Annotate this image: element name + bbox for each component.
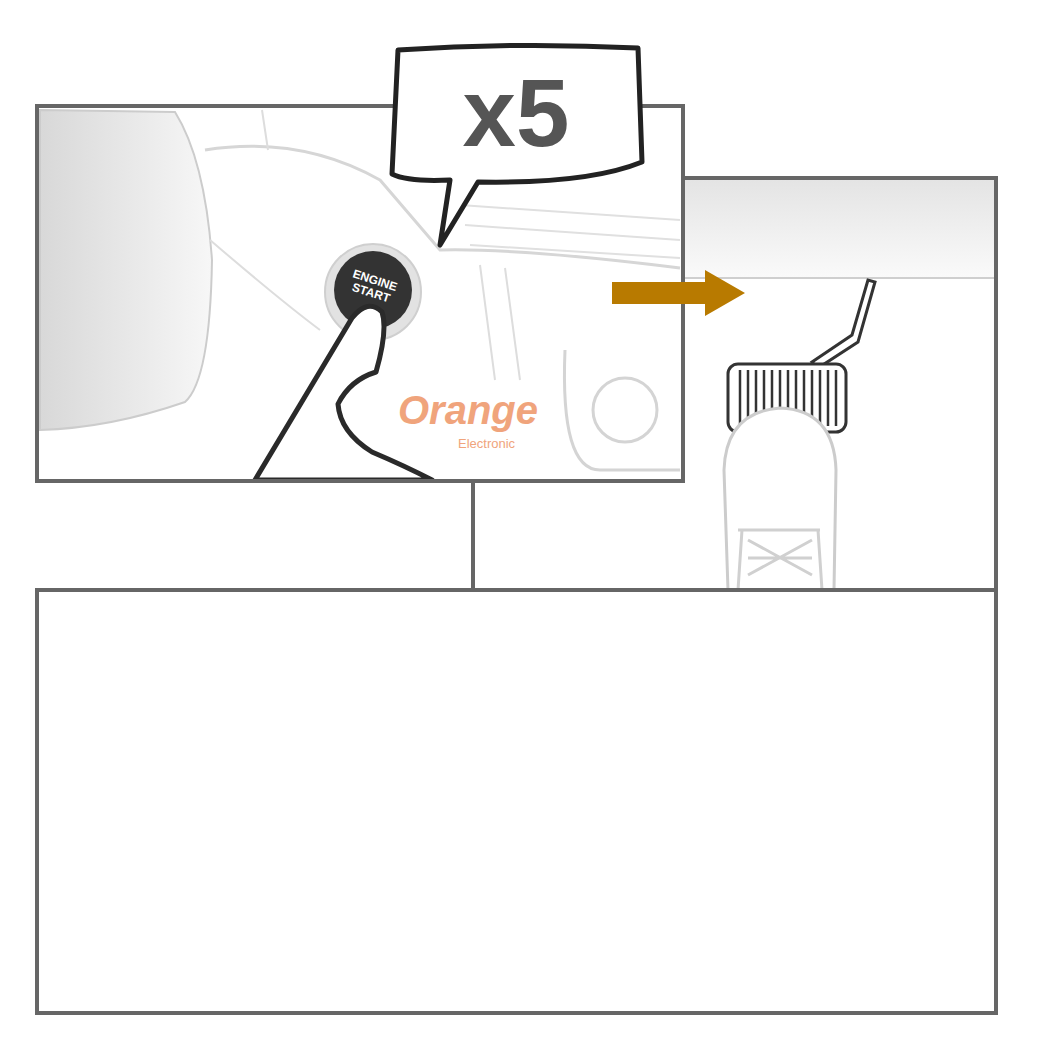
empty-panel [37,590,996,1013]
watermark: Electronic [458,436,515,451]
direction-arrow [612,270,745,316]
watermark: Orange [398,388,538,433]
node-text: ENGINE START [342,266,403,307]
node-text: x5 [463,63,570,164]
speech-bubble: x5 [388,42,644,184]
start-button-label: ENGINE START [333,262,413,311]
bubble-shape [392,45,642,245]
